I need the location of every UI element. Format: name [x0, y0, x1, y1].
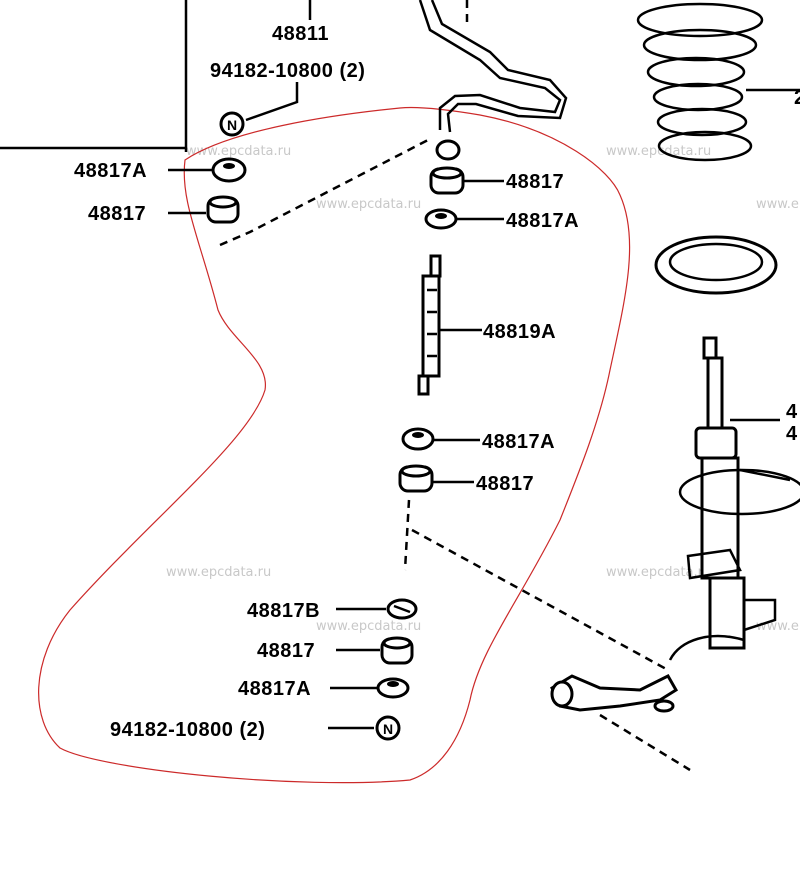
cushion-left-top — [206, 195, 240, 224]
label-48817-left-top: 48817 — [88, 203, 146, 225]
label-edge-2: 2 — [794, 87, 800, 109]
cushion-mid — [398, 464, 434, 493]
watermark-text: www.epcdata.ru — [756, 197, 800, 212]
cushion-low — [380, 636, 414, 665]
link-rod — [417, 254, 442, 396]
control-arm-bracket — [550, 674, 691, 772]
nut-bottom-icon: N — [375, 715, 401, 741]
label-edge-4a: 4 — [786, 401, 798, 423]
watermark-text: www.epcdata.ru — [166, 565, 271, 580]
label-48817A-left-top: 48817A — [74, 160, 147, 182]
dashed-guide-lower — [411, 528, 669, 672]
highlight-outline — [38, 106, 631, 784]
label-48817A-mid: 48817A — [482, 431, 555, 453]
watermark-text: www.epcdata.ru — [756, 619, 800, 634]
cushion-a-left-top — [211, 157, 247, 183]
watermark-text: www.epcdata.ru — [606, 565, 711, 580]
label-48817-mid: 48817 — [476, 473, 534, 495]
label-nut-top: 94182-10800 (2) — [210, 60, 365, 82]
label-48817-low: 48817 — [257, 640, 315, 662]
label-48817A-low: 48817A — [238, 678, 311, 700]
strut-assembly — [668, 336, 800, 661]
watermark-text: www.epcdata.ru — [606, 144, 711, 159]
nut-symbol: N — [227, 117, 237, 133]
coil-spring — [636, 2, 800, 162]
label-48817-right-top: 48817 — [506, 171, 564, 193]
cushion-right-top — [429, 166, 465, 195]
spring-seat — [654, 235, 778, 295]
bar-end-bushing — [435, 139, 461, 161]
label-nut-bottom: 94182-10800 (2) — [110, 719, 265, 741]
stabilizer-bar — [418, 0, 568, 161]
label-48817B: 48817B — [247, 600, 320, 622]
watermark-text: www.epcdata.ru — [316, 619, 421, 634]
label-48811: 48811 — [272, 23, 329, 45]
watermark-text: www.epcdata.ru — [316, 197, 421, 212]
cushion-a-low — [376, 677, 410, 699]
label-48817A-right-top: 48817A — [506, 210, 579, 232]
nut-top-icon: N — [219, 111, 245, 137]
dashed-guide-upper — [219, 138, 429, 247]
nut-symbol: N — [383, 721, 393, 737]
cushion-b-low — [386, 598, 418, 620]
watermarks: www.epcdata.ru www.epcdata.ru www.epcdat… — [166, 144, 800, 634]
label-48819A: 48819A — [483, 321, 556, 343]
cushion-a-right-top — [424, 208, 458, 230]
cushion-a-mid — [401, 427, 435, 451]
leader-nut-top — [245, 82, 299, 122]
dashed-guide-vertical — [403, 499, 411, 571]
watermark-text: www.epcdata.ru — [186, 144, 291, 159]
label-edge-4b: 4 — [786, 423, 798, 445]
